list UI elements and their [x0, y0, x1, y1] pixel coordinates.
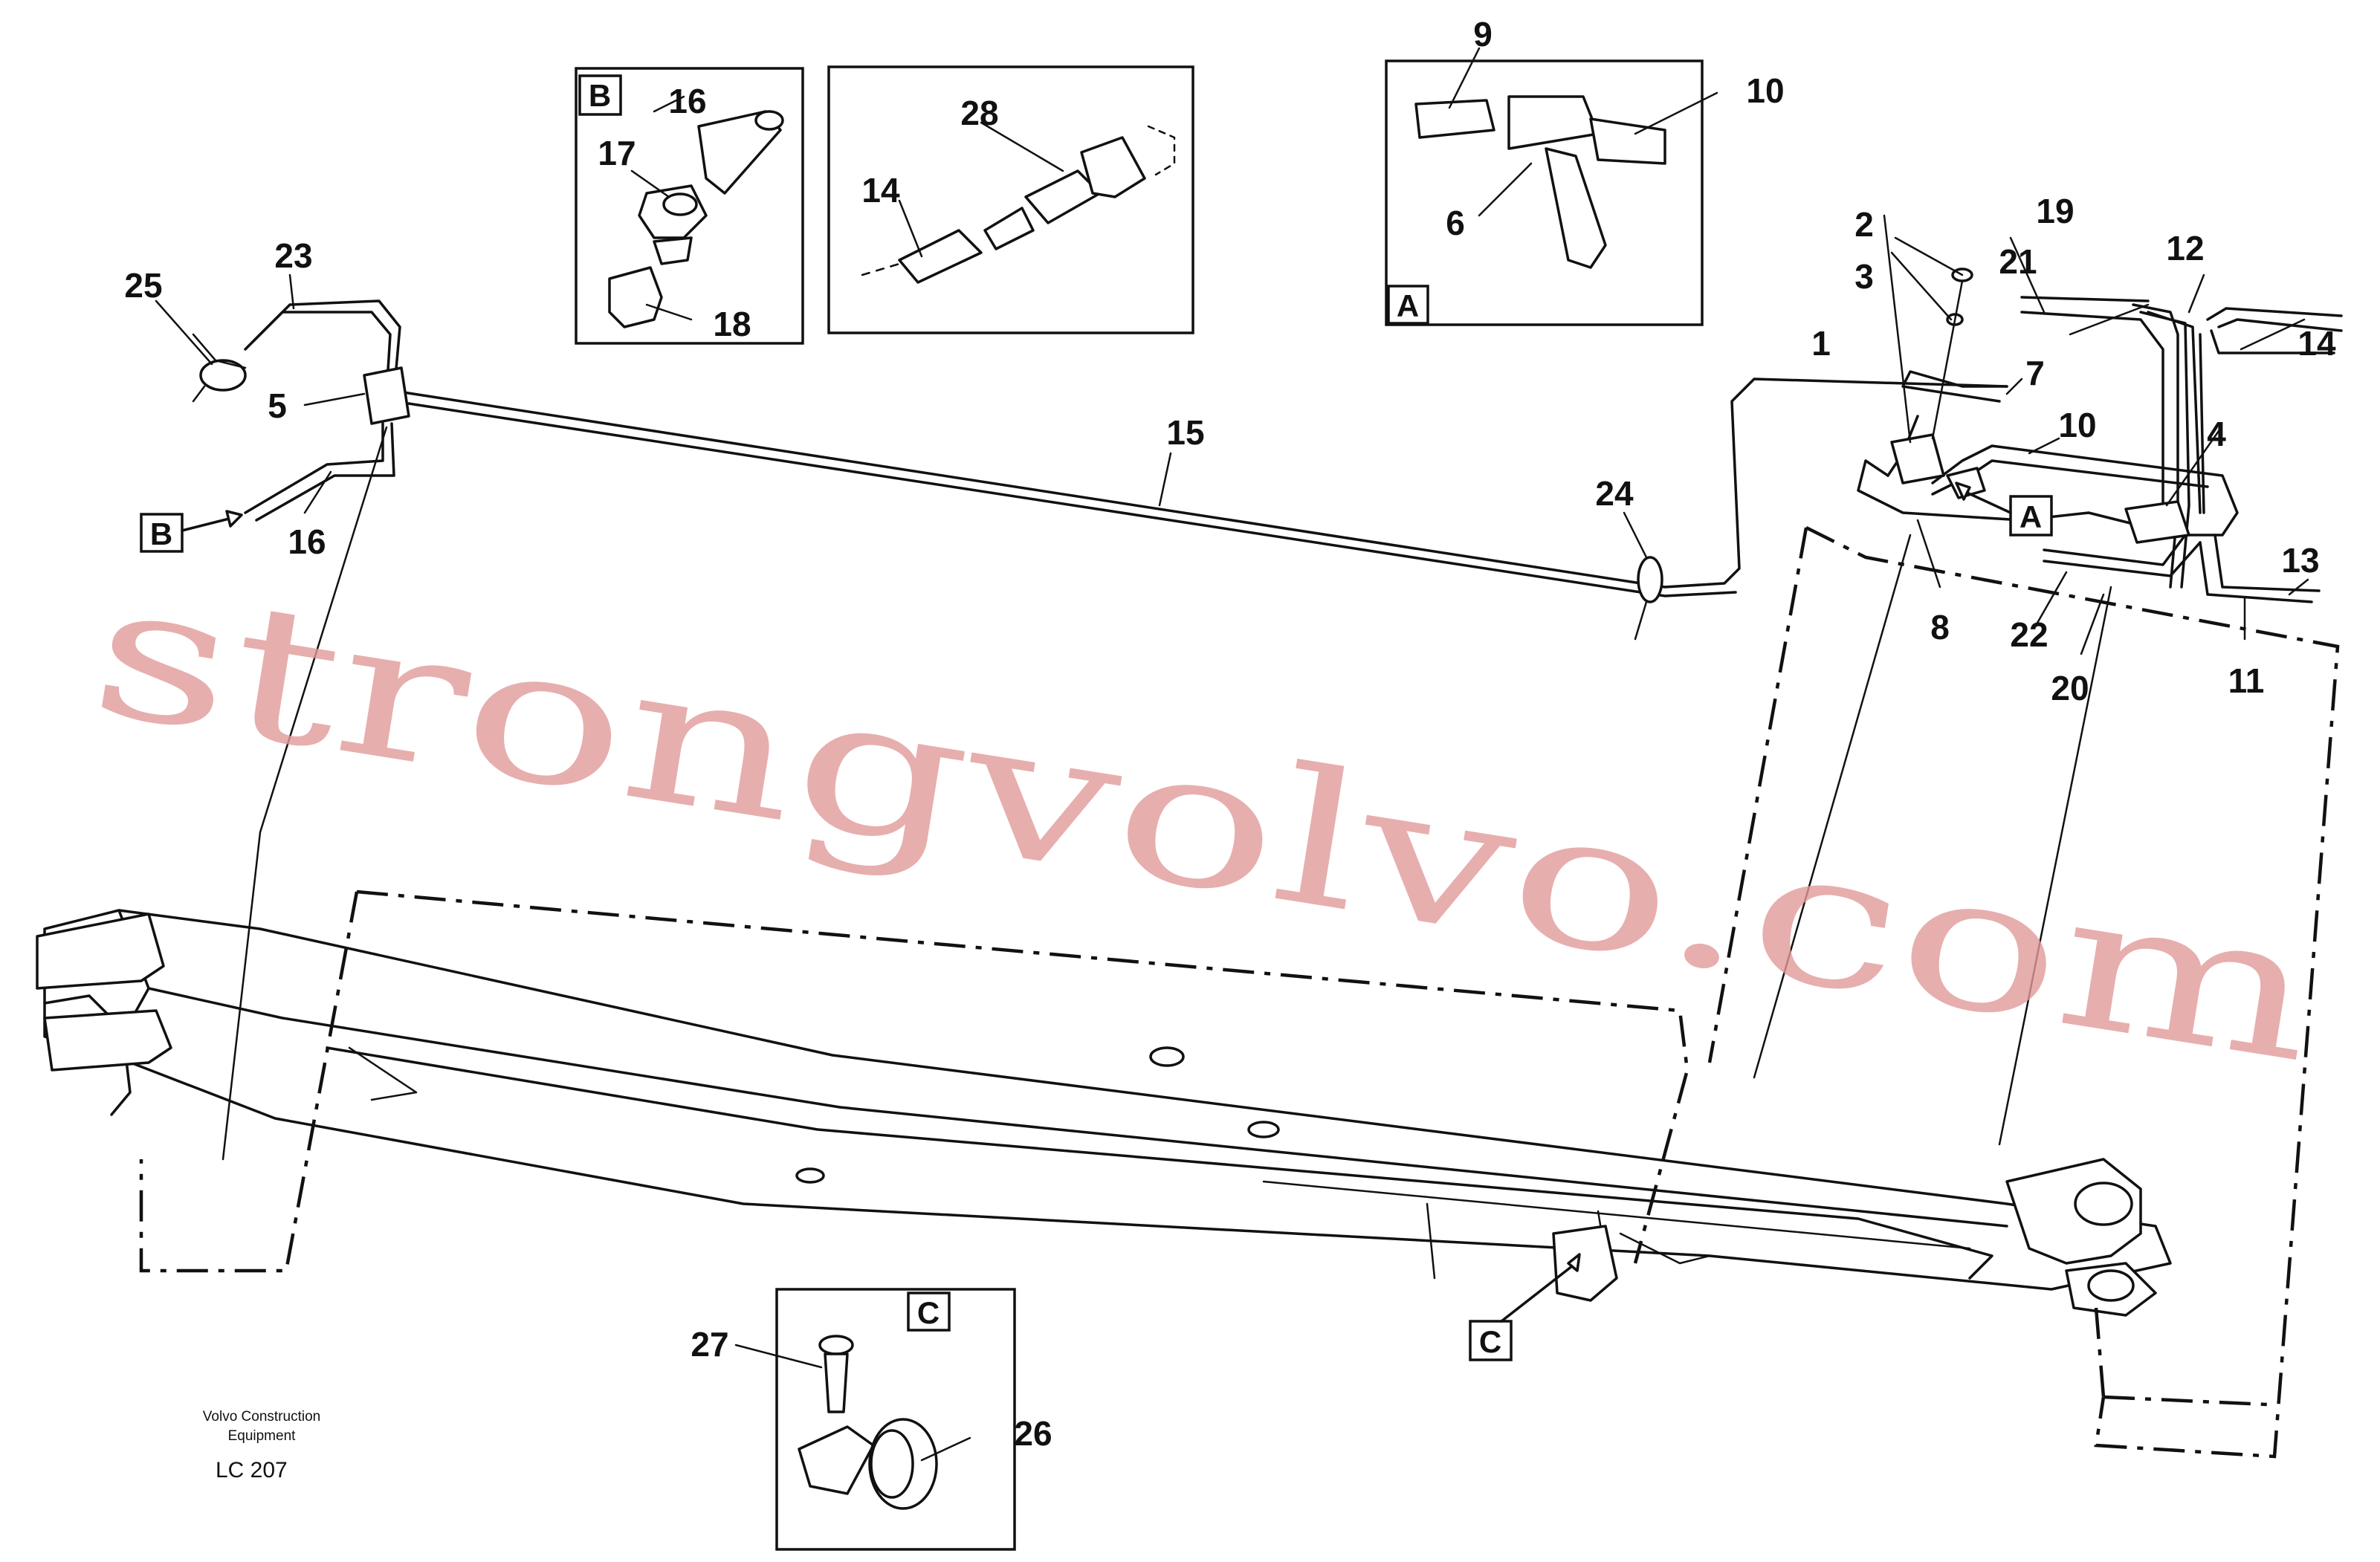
detail-c-tag: C: [917, 1295, 940, 1330]
callout-8: 8: [1930, 608, 1950, 646]
hose-fittings: [192, 268, 2190, 641]
footer: Volvo Construction Equipment LC 207: [203, 1409, 320, 1482]
reference-outline: [139, 525, 2340, 1459]
callout-17: 17: [598, 134, 636, 172]
callout-2: 2: [1854, 205, 1874, 244]
callout-10-detail: 10: [1746, 71, 1784, 110]
callout-4: 4: [2207, 415, 2226, 453]
detail-c: C: [775, 1288, 1016, 1551]
callout-7: 7: [2025, 354, 2045, 392]
callout-14-detail: 14: [861, 171, 900, 210]
block-1: [1890, 433, 1945, 485]
callout-13: 13: [2281, 541, 2319, 580]
callout-24: 24: [1595, 474, 1634, 513]
callout-9: 9: [1473, 15, 1493, 54]
detail-a: A: [1385, 59, 1704, 326]
callout-12: 12: [2166, 229, 2204, 268]
callout-numbers: 9 10 6 28 14 16 17 18 23 25 5 16 15 24 2…: [124, 15, 2336, 1453]
pointer-tags: B A C: [140, 482, 2053, 1361]
callout-3: 3: [1854, 257, 1874, 296]
tag-a-pointer: A: [2020, 499, 2042, 534]
figure-code: LC 207: [216, 1458, 288, 1482]
callout-18: 18: [713, 305, 751, 343]
block-4: [2124, 500, 2190, 544]
boom-arm: [36, 909, 2172, 1317]
callout-28: 28: [960, 94, 998, 132]
callout-26: 26: [1014, 1414, 1052, 1453]
tee-a: [1946, 467, 1986, 499]
callout-19: 19: [2036, 192, 2074, 230]
watermark-text: strongvolvo.com: [80, 539, 2330, 1104]
detail-b: B: [575, 67, 804, 345]
detail-fitting: [827, 65, 1194, 334]
callout-15: 15: [1166, 413, 1204, 452]
callout-23: 23: [274, 236, 312, 275]
callout-21: 21: [1999, 242, 2037, 281]
tag-b-pointer: B: [150, 516, 172, 551]
callout-11: 11: [2228, 661, 2265, 700]
detail-b-tag: B: [589, 78, 611, 113]
callout-22: 22: [2010, 615, 2048, 654]
footer-company-line1: Volvo Construction: [203, 1409, 320, 1425]
callout-10-main: 10: [2058, 406, 2096, 444]
leader-lines: [155, 47, 2309, 1462]
callout-27: 27: [691, 1325, 728, 1364]
callout-6: 6: [1446, 204, 1465, 242]
callout-25: 25: [124, 266, 162, 305]
callout-1: 1: [1811, 324, 1831, 363]
callout-14-main: 14: [2297, 324, 2336, 363]
tag-c-pointer: C: [1479, 1324, 1501, 1359]
callout-16-main: 16: [288, 522, 326, 561]
callout-20: 20: [2051, 669, 2089, 707]
callout-16-detail: 16: [668, 82, 706, 120]
footer-company-line2: Equipment: [228, 1428, 297, 1444]
block-5: [363, 366, 410, 425]
detail-a-tag: A: [1397, 288, 1419, 323]
callout-5: 5: [268, 386, 287, 425]
